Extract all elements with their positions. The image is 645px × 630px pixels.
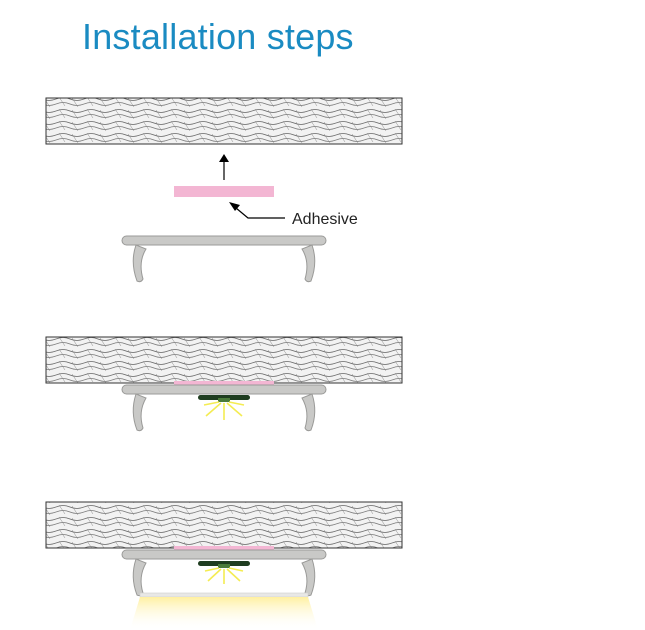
pointer-arrow-icon [229,202,285,219]
light-glow [130,597,318,630]
step-1: Adhesive [45,97,403,283]
ceiling-board [45,336,403,384]
step-3 [45,501,403,630]
light-rays-icon [204,567,244,584]
diffuser-cover [139,592,309,598]
aluminium-profile [121,235,327,283]
step-2 [45,336,403,432]
adhesive-tape [174,546,274,550]
led-strip [198,561,250,568]
up-arrow-icon [219,154,229,180]
light-rays-icon [203,401,245,420]
page-title: Installation steps [82,16,354,57]
aluminium-profile [121,384,327,432]
adhesive-tape [174,381,274,385]
adhesive-tape [174,186,274,197]
ceiling-board [45,501,403,549]
led-strip [198,395,250,402]
adhesive-label: Adhesive [292,211,358,228]
ceiling-board [45,97,403,145]
